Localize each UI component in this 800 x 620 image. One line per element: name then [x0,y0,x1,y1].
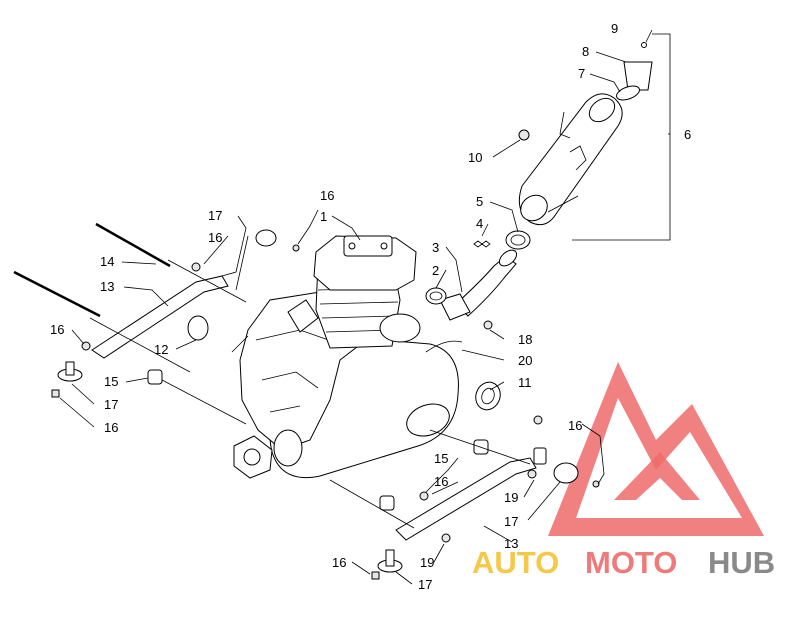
callout-16-upper-left: 16 [208,230,222,245]
callout-2: 2 [432,263,439,278]
output-shaft [243,448,261,466]
callout-20: 20 [518,353,532,368]
callout-13-lower: 13 [504,536,518,551]
logo-inner [614,452,700,500]
mount-bracket-lower [395,457,537,541]
callout-3: 3 [432,240,439,255]
callout-15-lower: 15 [434,451,448,466]
bracket-clip [533,447,547,465]
callout-16-right: 16 [568,418,582,433]
callouts: 9 8 7 6 10 5 4 3 2 18 20 11 16 1 17 16 1… [50,21,691,592]
cover-gasket-11-inner [481,387,495,405]
valve-cover [343,235,393,257]
callout-13-upper: 13 [100,279,114,294]
nut-16-bottom [371,571,380,580]
callout-19-right: 19 [504,490,518,505]
mount-plate-12 [187,315,209,341]
nut-16-right-lower [592,480,600,488]
exhaust-spring-4 [473,240,491,248]
nut-19-lower [441,533,451,543]
callout-11: 11 [518,375,532,390]
output-seal [273,429,303,467]
head-bolt-a [348,242,356,250]
group-bracket-6 [572,33,671,241]
callout-5: 5 [476,194,483,209]
callout-16-bottom: 16 [332,555,346,570]
muffler-assembly [518,33,671,241]
callout-17-right: 17 [504,514,518,529]
breather-hose-20 [425,340,463,353]
callout-6: 6 [684,127,691,142]
exhaust-seal-5 [505,230,531,250]
muffler-outlet-end [588,97,616,123]
lower-mount-hardware [371,415,600,580]
watermark-hub: HUB [708,545,775,580]
leader-lines [59,29,670,585]
isolator-17-right [553,462,579,484]
callout-4: 4 [476,216,483,231]
callout-18: 18 [518,332,532,347]
starter-motor [379,313,421,343]
intake [287,299,319,333]
callout-16-top: 16 [320,188,334,203]
exhaust-gasket-2 [425,287,447,305]
muffler-mount-bracket [559,111,571,139]
nut-16-upper [191,262,201,272]
logo-mark [548,362,764,536]
callout-17-left: 17 [104,397,118,412]
exhaust-flange [439,293,471,321]
mount-foot-left-stud [65,361,75,376]
callout-19-lower: 19 [420,555,434,570]
engine [233,235,501,479]
nut-16-bottom-left [51,389,60,398]
muffler-inlet-end [520,194,548,222]
through-bolt-lower [13,270,101,318]
callout-10: 10 [468,150,482,165]
watermark-moto: MOTO [585,545,677,580]
callout-8: 8 [582,44,589,59]
nut-19-right [527,469,537,479]
mount-foot-bottom-stud [385,549,395,567]
cvt-cover-boss [406,403,450,437]
callout-15-left: 15 [104,374,118,389]
cover-gasket-11 [475,381,501,411]
callout-17-top: 17 [208,208,222,223]
exhaust-gasket-2-inner [429,291,443,301]
watermark-logo: AUTO MOTO HUB [472,362,775,580]
header-pipe [455,255,517,317]
assembly-lines [89,195,579,529]
callout-1: 1 [320,209,327,224]
head-bolt-b [380,242,388,250]
spacer-15-lower [379,495,395,511]
callout-12: 12 [154,342,168,357]
muffler-nut [518,129,530,141]
callout-16-left: 16 [50,322,64,337]
header-pipe-flange [498,249,518,267]
exhaust-nut-18 [483,320,493,330]
exhaust-header [425,230,531,330]
spark-arrestor-screw [641,42,647,48]
through-bolt-upper [95,222,171,268]
watermark-auto: AUTO [472,545,559,580]
callout-14: 14 [100,254,114,269]
isolator-17-upper [255,229,277,247]
callout-9: 9 [611,21,618,36]
exhaust-seal-5-inner [510,234,526,246]
spacer-15-left [147,369,163,385]
callout-7: 7 [578,66,585,81]
nut-16-right-top [533,415,543,425]
callout-16-mid: 16 [434,474,448,489]
bracket-bolt [231,335,249,353]
nut-16-top [292,244,300,252]
callout-17-bottom: 17 [418,577,432,592]
callout-16-bottom-left: 16 [104,420,118,435]
spark-arrestor-screen [623,61,653,91]
spark-arrestor-gasket [616,85,640,101]
nut-16-mid [419,491,429,501]
muffler-hanger [569,145,587,171]
